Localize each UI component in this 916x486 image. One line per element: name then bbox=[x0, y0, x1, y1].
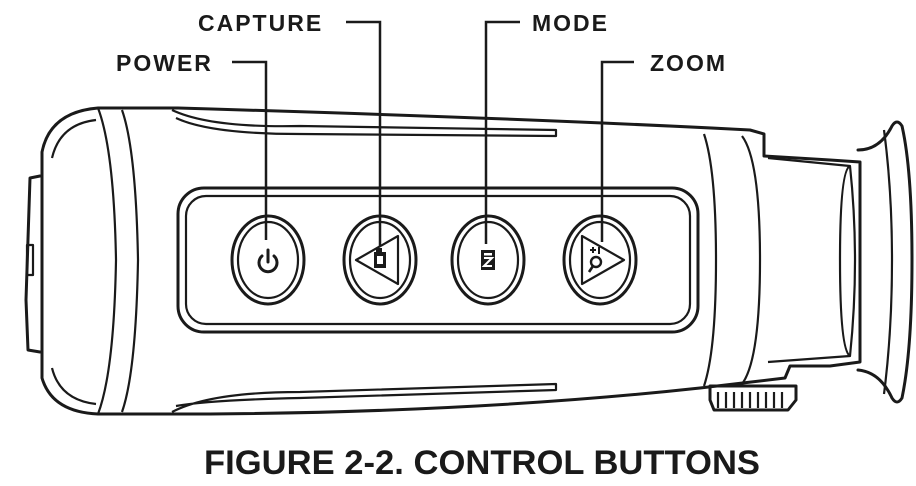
camera-icon bbox=[374, 248, 386, 268]
mode-label: MODE bbox=[532, 10, 609, 36]
power-button[interactable] bbox=[230, 214, 306, 306]
zoom-button[interactable] bbox=[562, 214, 638, 306]
button-panel bbox=[176, 186, 700, 334]
zoom-leader-line bbox=[600, 60, 634, 242]
power-leader-line bbox=[232, 60, 268, 240]
mode-button[interactable] bbox=[450, 214, 526, 306]
zoom-magnifier-icon bbox=[587, 247, 603, 273]
leader-lines bbox=[232, 20, 634, 246]
capture-label: CAPTURE bbox=[198, 10, 323, 36]
mode-icon bbox=[481, 250, 495, 270]
zoom-label: ZOOM bbox=[650, 50, 727, 76]
capture-leader-line bbox=[346, 20, 382, 246]
device-body bbox=[24, 106, 862, 416]
figure-caption: FIGURE 2-2. CONTROL BUTTONS bbox=[204, 444, 760, 482]
mode-leader-line bbox=[484, 20, 520, 244]
power-icon bbox=[257, 248, 279, 274]
focus-knob bbox=[708, 384, 798, 412]
eyecup bbox=[856, 120, 914, 404]
power-label: POWER bbox=[116, 50, 213, 76]
